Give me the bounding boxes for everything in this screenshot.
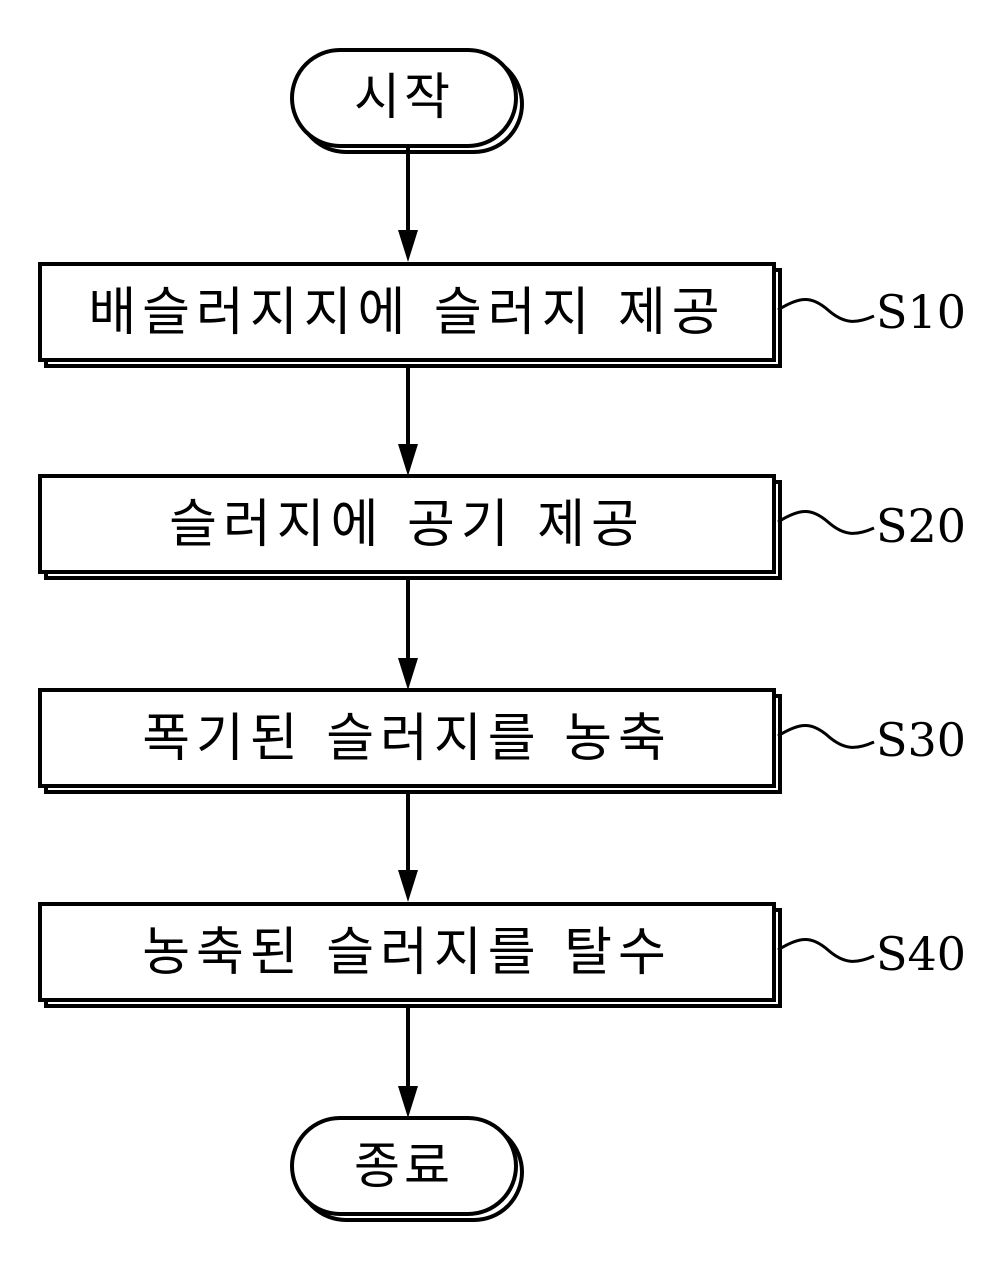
end-terminal: 종료 <box>292 1118 522 1220</box>
leader-line-s40 <box>778 940 874 962</box>
process-label-s20: 슬러지에 공기 제공 <box>169 495 645 555</box>
process-box-s20: 슬러지에 공기 제공 <box>40 476 780 578</box>
arrowhead <box>398 1086 418 1118</box>
start-label: 시작 <box>354 68 454 126</box>
arrowhead <box>398 870 418 902</box>
process-label-s30: 폭기된 슬러지를 농축 <box>142 709 672 769</box>
leader-line-s20 <box>778 512 874 534</box>
leader-line-s10 <box>778 300 874 322</box>
arrowhead <box>398 230 418 262</box>
connector-s40-end <box>398 1006 418 1118</box>
process-box-s30: 폭기된 슬러지를 농축 <box>40 690 780 792</box>
connector-s10-s20 <box>398 366 418 476</box>
step-id-s20: S20 <box>876 499 966 553</box>
step-id-s10: S10 <box>876 285 966 339</box>
process-label-s40: 농축된 슬러지를 탈수 <box>142 923 672 983</box>
connector-start-s10 <box>398 146 418 262</box>
connector-s30-s40 <box>398 792 418 902</box>
leader-line-s30 <box>778 726 874 748</box>
arrowhead <box>398 658 418 690</box>
arrowhead <box>398 444 418 476</box>
connector-s20-s30 <box>398 578 418 690</box>
end-label: 종료 <box>354 1137 454 1195</box>
step-id-s30: S30 <box>876 713 966 767</box>
process-label-s10: 배슬러지지에 슬러지 제공 <box>88 283 725 343</box>
process-box-s40: 농축된 슬러지를 탈수 <box>40 904 780 1006</box>
start-terminal: 시작 <box>292 50 522 152</box>
step-id-s40: S40 <box>876 927 966 981</box>
process-box-s10: 배슬러지지에 슬러지 제공 <box>40 264 780 366</box>
